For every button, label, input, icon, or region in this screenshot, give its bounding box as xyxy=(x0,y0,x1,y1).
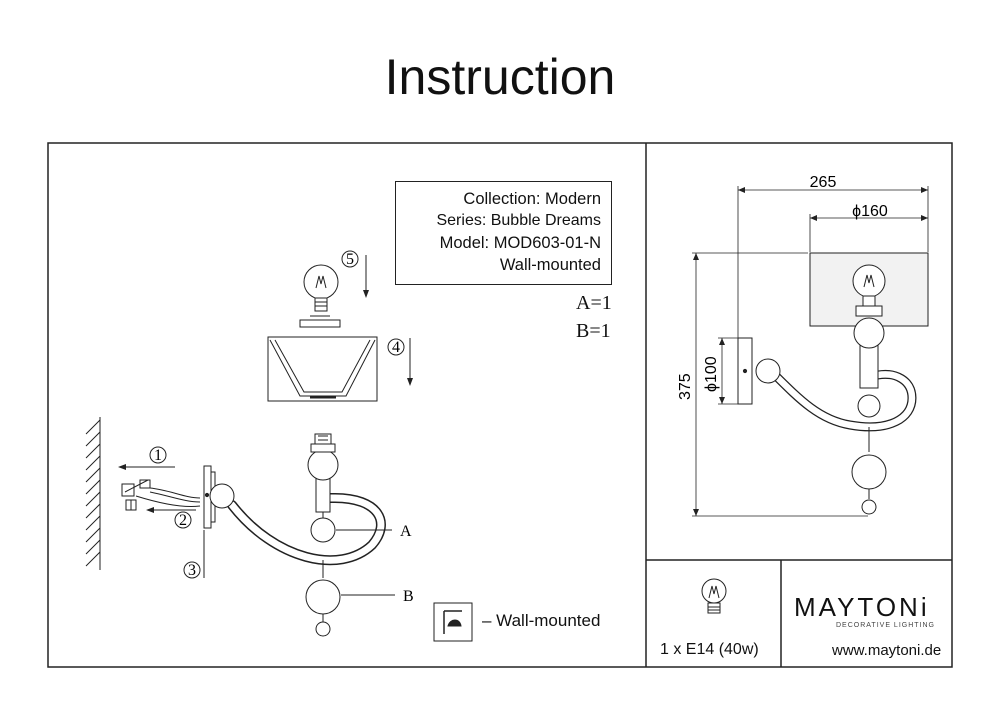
dimension-width: 265 xyxy=(810,174,837,191)
side-view-lamp xyxy=(737,252,929,515)
mounting-text: Wall-mounted xyxy=(499,256,601,274)
page-title: Instruction xyxy=(384,49,616,105)
step-3-arrow: 3 xyxy=(183,530,205,579)
collection-text: Collection: Modern xyxy=(463,190,601,208)
outer-frame xyxy=(47,142,953,668)
step-5-arrow: 5 xyxy=(341,250,369,298)
dimension-plate-diameter: ϕ100 xyxy=(703,356,720,392)
part-b-label: B xyxy=(403,588,414,605)
dimension-lines xyxy=(692,186,929,517)
part-count-b: B=1 xyxy=(576,320,611,342)
brand-logo: MAYTONi xyxy=(794,592,930,622)
bulb-icon xyxy=(701,578,727,614)
step-2-label: 2 xyxy=(179,512,187,529)
pendant-b xyxy=(305,560,341,637)
dimension-shade-diameter: ϕ160 xyxy=(852,203,888,220)
mounting-bracket xyxy=(121,479,201,511)
lamp-shade xyxy=(267,336,378,402)
series-text: Series: Bubble Dreams xyxy=(436,212,601,229)
bulb-spec: 1 x E14 (40w) xyxy=(660,641,759,658)
part-b-callout: B xyxy=(341,588,414,605)
lamp-arm xyxy=(209,433,386,566)
part-count-a: A=1 xyxy=(576,292,612,314)
step-1-label: 1 xyxy=(154,447,162,464)
legend-wall-mounted: – Wall-mounted xyxy=(482,611,601,630)
product-info-box: Collection: Modern Series: Bubble Dreams… xyxy=(395,181,612,285)
website-link[interactable]: www.maytoni.de xyxy=(832,642,942,659)
brand-tagline: DECORATIVE LIGHTING xyxy=(836,622,935,629)
light-bulb xyxy=(299,264,341,328)
step-4-label: 4 xyxy=(392,339,400,356)
dimension-arrows xyxy=(693,187,928,516)
wall-hatch xyxy=(85,417,101,570)
step-1-arrow: 1 xyxy=(118,446,175,470)
step-5-label: 5 xyxy=(346,251,354,268)
step-4-arrow: 4 xyxy=(387,338,413,386)
wall-mount-icon xyxy=(433,602,473,642)
part-a-callout: A xyxy=(336,523,412,540)
step-3-label: 3 xyxy=(188,562,196,579)
model-text: Model: MOD603-01-N xyxy=(439,234,601,252)
part-a-label: A xyxy=(400,523,412,540)
dimension-height: 375 xyxy=(677,373,694,400)
step-2-arrow: 2 xyxy=(146,507,196,529)
